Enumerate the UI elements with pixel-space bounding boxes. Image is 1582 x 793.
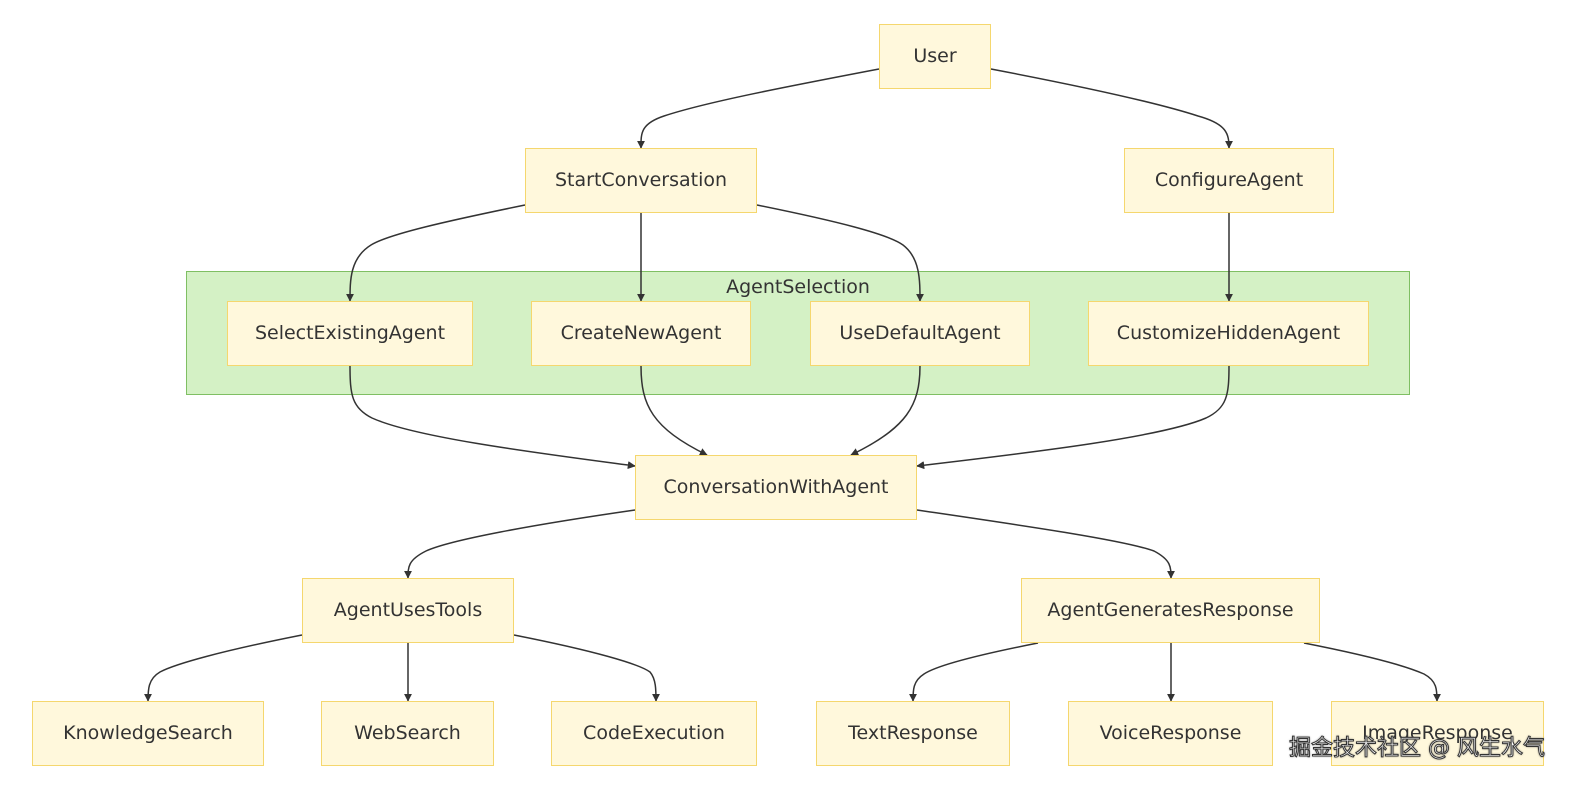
node-customize-hidden-agent: CustomizeHiddenAgent (1088, 301, 1369, 366)
edge-tools-to-knowledge-search (144, 634, 303, 702)
edge-conversation-to-agent-uses-tools (404, 509, 636, 579)
edge-tools-to-code-execution (513, 634, 660, 702)
node-select-existing-agent: SelectExistingAgent (227, 301, 473, 366)
node-use-default-agent: UseDefaultAgent (810, 301, 1030, 366)
node-image-response: ImageResponse (1331, 701, 1544, 766)
node-user: User (879, 24, 991, 89)
node-code-execution: CodeExecution (551, 701, 757, 766)
node-conversation-with-agent: ConversationWithAgent (635, 455, 917, 520)
edge-user-to-start-conversation (636, 68, 880, 149)
node-voice-response: VoiceResponse (1068, 701, 1273, 766)
node-configure-agent: ConfigureAgent (1124, 148, 1334, 213)
node-web-search: WebSearch (321, 701, 494, 766)
watermark-text: 掘金技术社区 @ 风生水气 (1289, 736, 1546, 762)
edge-conversation-to-agent-generates-response (916, 509, 1175, 579)
node-knowledge-search: KnowledgeSearch (32, 701, 264, 766)
agent-selection-label: AgentSelection (726, 276, 870, 298)
edge-generates-to-image-response (1303, 642, 1441, 702)
edge-generates-to-text-response (909, 642, 1039, 702)
node-text-response: TextResponse (816, 701, 1010, 766)
edge-user-to-configure-agent (990, 68, 1233, 149)
node-create-new-agent: CreateNewAgent (531, 301, 751, 366)
node-agent-generates-response: AgentGeneratesResponse (1021, 578, 1320, 643)
node-agent-uses-tools: AgentUsesTools (302, 578, 514, 643)
node-start-conversation: StartConversation (525, 148, 757, 213)
